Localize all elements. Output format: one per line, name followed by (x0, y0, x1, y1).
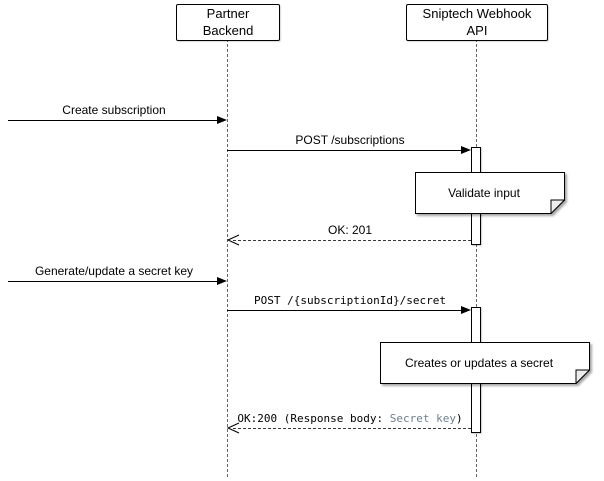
arrowhead-solid (461, 146, 471, 154)
note-shape (380, 342, 590, 384)
message-arrow-generate-secret (8, 281, 217, 282)
message-label-create-subscription: Create subscription (62, 103, 166, 117)
actor-sniptech-webhook-api: Sniptech Webhook API (406, 4, 548, 41)
note-creates-or-updates-secret: Creates or updates a secret (380, 342, 590, 384)
arrowhead-solid (461, 306, 471, 314)
arrowhead-open (227, 234, 240, 246)
message-arrow-create-subscription (8, 120, 217, 121)
note-label: Creates or updates a secret (404, 356, 554, 370)
message-arrow-post-secret (227, 310, 461, 311)
lifeline-sniptech-webhook-api (476, 39, 477, 477)
arrowhead-solid (217, 116, 227, 124)
note-label: Validate input (448, 186, 520, 200)
message-label-ok-201: OK: 201 (327, 223, 373, 237)
note-shape (415, 172, 565, 214)
message-label-generate-secret: Generate/update a secret key (34, 264, 194, 278)
note-validate-input: Validate input (415, 172, 565, 214)
message-arrow-ok-200 (233, 428, 471, 429)
arrowhead-open (227, 422, 240, 434)
message-arrow-post-subscriptions (227, 150, 461, 151)
message-label-ok-200-prefix: OK:200 (Response body: (237, 412, 390, 425)
actor-partner-backend: Partner Backend (176, 4, 280, 41)
message-label-ok-200-suffix: ) (455, 412, 463, 425)
message-label-ok-200: OK:200 (Response body: Secret key) (220, 412, 480, 425)
arrowhead-solid (217, 277, 227, 285)
message-label-post-secret: POST /{subscriptionId}/secret (253, 294, 447, 307)
message-label-ok-200-highlight: Secret key (389, 412, 456, 425)
actor-label: Partner Backend (202, 6, 254, 38)
message-label-post-subscriptions: POST /subscriptions (295, 133, 405, 147)
message-arrow-ok-201 (233, 240, 471, 241)
lifeline-partner-backend (227, 39, 228, 477)
actor-label: Sniptech Webhook API (422, 6, 532, 38)
